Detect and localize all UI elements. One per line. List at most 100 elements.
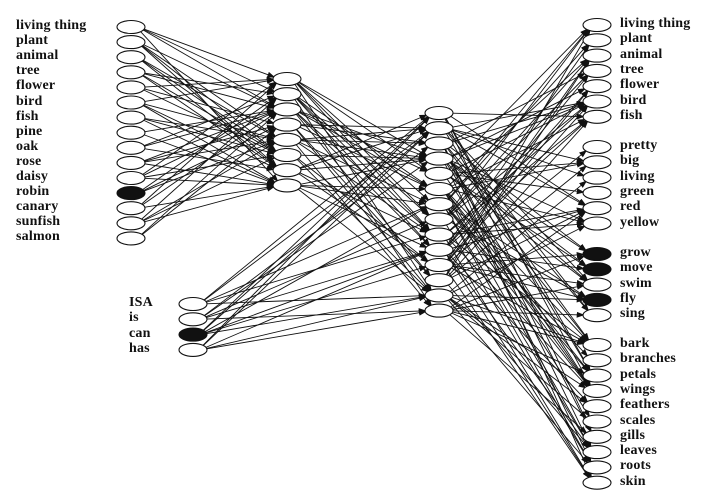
hidden-to-attribute-edge [447,284,589,449]
hidden-to-attribute-edge [449,180,588,293]
hidden-to-attribute-edge [451,255,586,310]
hidden-to-attribute-edge [450,206,587,298]
representation-unit [272,178,302,193]
attribute-label: swim [620,275,652,291]
representation-unit [272,147,302,163]
attribute-label: pretty [620,138,658,153]
relation-label: is [129,310,139,326]
item-to-representation-edge [142,29,277,108]
representation-to-hidden-edge [297,158,430,263]
attribute-unit [582,216,612,231]
item-label: rose [16,153,42,169]
attribute-unit [582,292,612,307]
representation-to-hidden-edge [298,81,429,157]
attribute-label: bark [620,336,650,351]
hidden-to-attribute-edge [449,210,587,308]
attribute-unit [582,353,612,368]
attribute-label: leaves [620,443,657,459]
attribute-unit [582,63,612,78]
representation-to-hidden-edge [299,187,428,248]
attribute-label: big [620,153,640,169]
relation-to-hidden-edge [206,309,427,350]
relation-unit [178,296,208,312]
attribute-label: wings [620,381,656,397]
hidden-unit [424,273,454,288]
item-unit [116,80,146,95]
connections [140,28,592,479]
representation-to-hidden-edge [300,158,427,185]
relation-to-hidden-edge [203,116,430,301]
hidden-to-attribute-edge [446,59,590,261]
hidden-unit [424,181,454,197]
representation-to-hidden-edge [300,185,427,192]
representation-to-hidden-edge [300,126,427,140]
item-unit [116,201,146,216]
attribute-unit [582,460,612,475]
hidden-to-attribute-edge [446,44,590,246]
attribute-unit [582,399,612,414]
relation-to-hidden-edge [202,116,430,331]
attribute-label: yellow [620,214,660,230]
attribute-label: gills [620,427,646,443]
hidden-unit [424,166,454,181]
relation-to-hidden-edge [202,116,431,347]
item-to-representation-edge [143,28,276,78]
attribute-unit [582,383,612,398]
item-to-representation-edge [143,28,276,93]
attribute-label: fly [620,290,637,306]
item-to-representation-edge [141,127,278,236]
hidden-to-attribute-edge [450,267,587,343]
item-label: salmon [16,229,60,245]
item-to-representation-edge [140,112,278,235]
item-to-representation-edge [144,184,275,208]
item-to-representation-edge [140,97,278,220]
relation-label: can [129,325,151,341]
hidden-unit [424,227,454,242]
attribute-unit [582,185,612,200]
relation-to-hidden-edge [205,295,427,350]
item-label: canary [16,199,59,215]
relation-unit [178,327,208,342]
hidden-unit [424,105,454,121]
item-unit [116,140,146,155]
representation-unit [272,102,302,117]
item-unit [116,65,146,80]
hidden-to-attribute-edge [449,298,587,404]
hidden-to-attribute-edge [449,149,588,262]
hidden-to-attribute-edge [447,299,589,464]
hidden-unit [424,197,454,212]
representation-to-hidden-edge [300,124,427,131]
hidden-to-attribute-edge [449,313,588,434]
attribute-label: bird [620,92,647,108]
hidden-unit [424,257,454,273]
item-label: plant [16,33,49,49]
hidden-to-attribute-edge [447,28,589,200]
relation-unit [178,342,208,357]
representation-unit [272,71,302,87]
hidden-to-attribute-edge [451,296,586,344]
hidden-to-attribute-edge [447,105,589,261]
attribute-unit [582,475,612,490]
representation-to-hidden-edge [300,156,427,171]
item-to-representation-edge [142,59,277,138]
attribute-unit [582,429,612,444]
attribute-label: living thing [620,16,691,31]
attribute-unit [582,109,612,124]
item-to-representation-edge [143,44,276,108]
representation-unit [272,117,302,132]
item-label: flower [16,78,56,94]
attribute-label: petals [620,366,657,382]
hidden-to-attribute-edge [450,72,586,142]
units [116,17,612,490]
hidden-unit [424,121,454,136]
relation-to-hidden-edge [202,131,430,347]
item-to-representation-edge [143,88,276,125]
item-unit [116,35,146,50]
item-label: sunfish [16,214,61,230]
attribute-label: sing [620,306,645,322]
attribute-label: tree [620,61,644,77]
hidden-to-attribute-edge [451,312,586,374]
representation-to-hidden-edge [299,114,428,169]
relation-unit [178,312,208,327]
item-to-representation-edge [144,76,275,88]
